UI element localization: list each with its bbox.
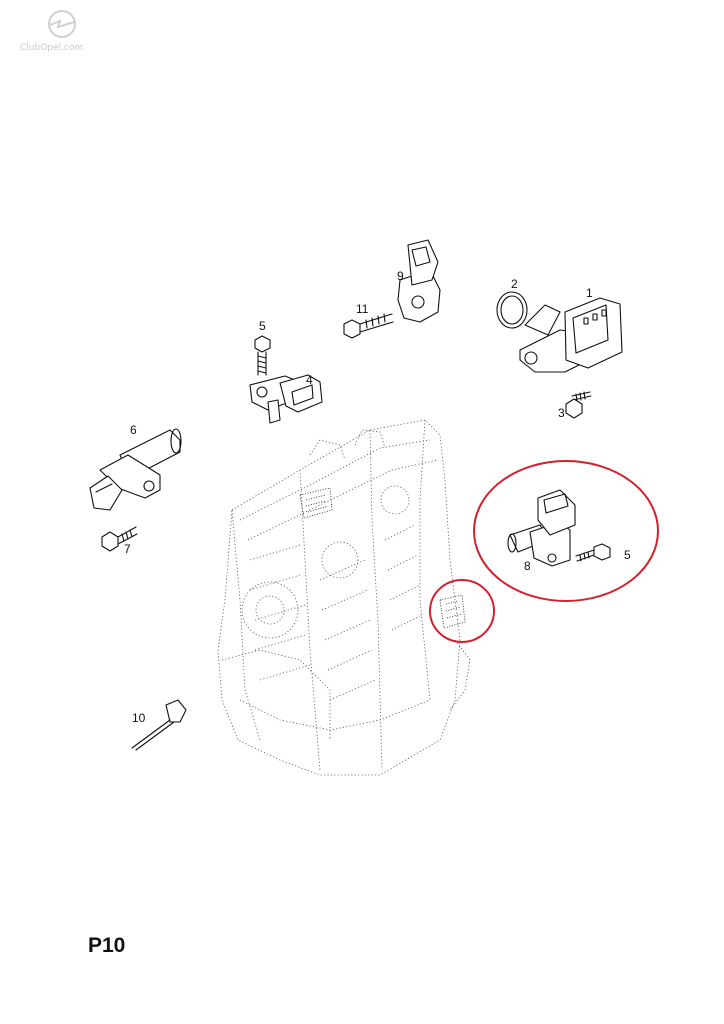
part-5-bolt-upper [254,335,271,376]
part-1-sensor [519,297,623,373]
part-6-crank-sensor [89,428,182,511]
engine-block [217,419,471,776]
callout-9: 9 [397,269,404,283]
part-7-screw [101,526,138,552]
callout-3: 3 [558,406,565,420]
part-2-o-ring [496,291,528,329]
highlight-ellipse-engine [429,579,495,643]
callout-7: 7 [124,542,131,556]
part-4-sensor [249,374,323,424]
callout-10: 10 [132,711,146,725]
callout-4: 4 [306,373,313,387]
part-9-knock-sensor [397,239,441,323]
highlight-ellipse-sensor [473,460,659,602]
callout-5-lower: 5 [624,548,631,562]
part-10-probe-sensor [131,699,187,751]
callout-2: 2 [511,277,518,291]
part-11-bolt [343,313,394,339]
part-8-camshaft-sensor [507,489,576,567]
callout-1: 1 [586,286,593,300]
callout-11: 11 [356,302,369,316]
callout-5-upper: 5 [259,319,266,333]
part-3-screw [565,391,592,419]
watermark-logo: ClubOpel.com [20,10,83,53]
callout-8: 8 [524,559,531,573]
watermark-text: ClubOpel.com [20,43,83,53]
callout-6: 6 [130,423,137,437]
page-code: P10 [88,934,126,957]
part-5-bolt-lower [575,543,611,562]
